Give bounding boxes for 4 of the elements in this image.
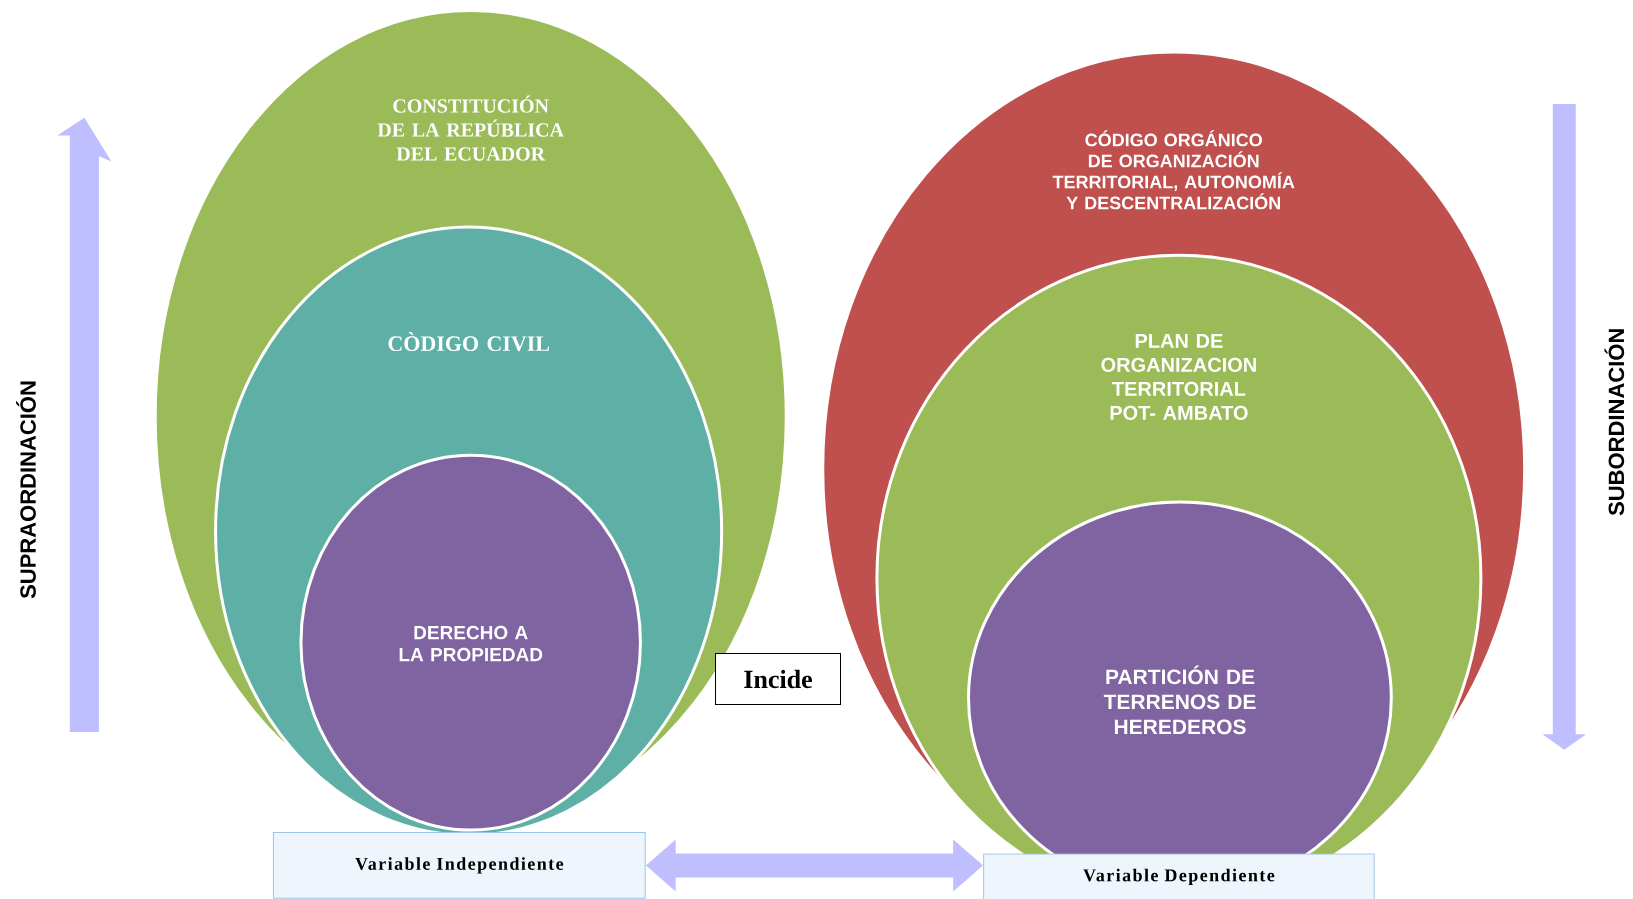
label-box: Incide xyxy=(715,653,841,705)
side-label: SUPRAORDINACIÓN xyxy=(16,381,36,599)
variable-box: Variable Independiente xyxy=(272,832,646,899)
side-label: SUBORDINACIÓN xyxy=(1604,329,1625,516)
